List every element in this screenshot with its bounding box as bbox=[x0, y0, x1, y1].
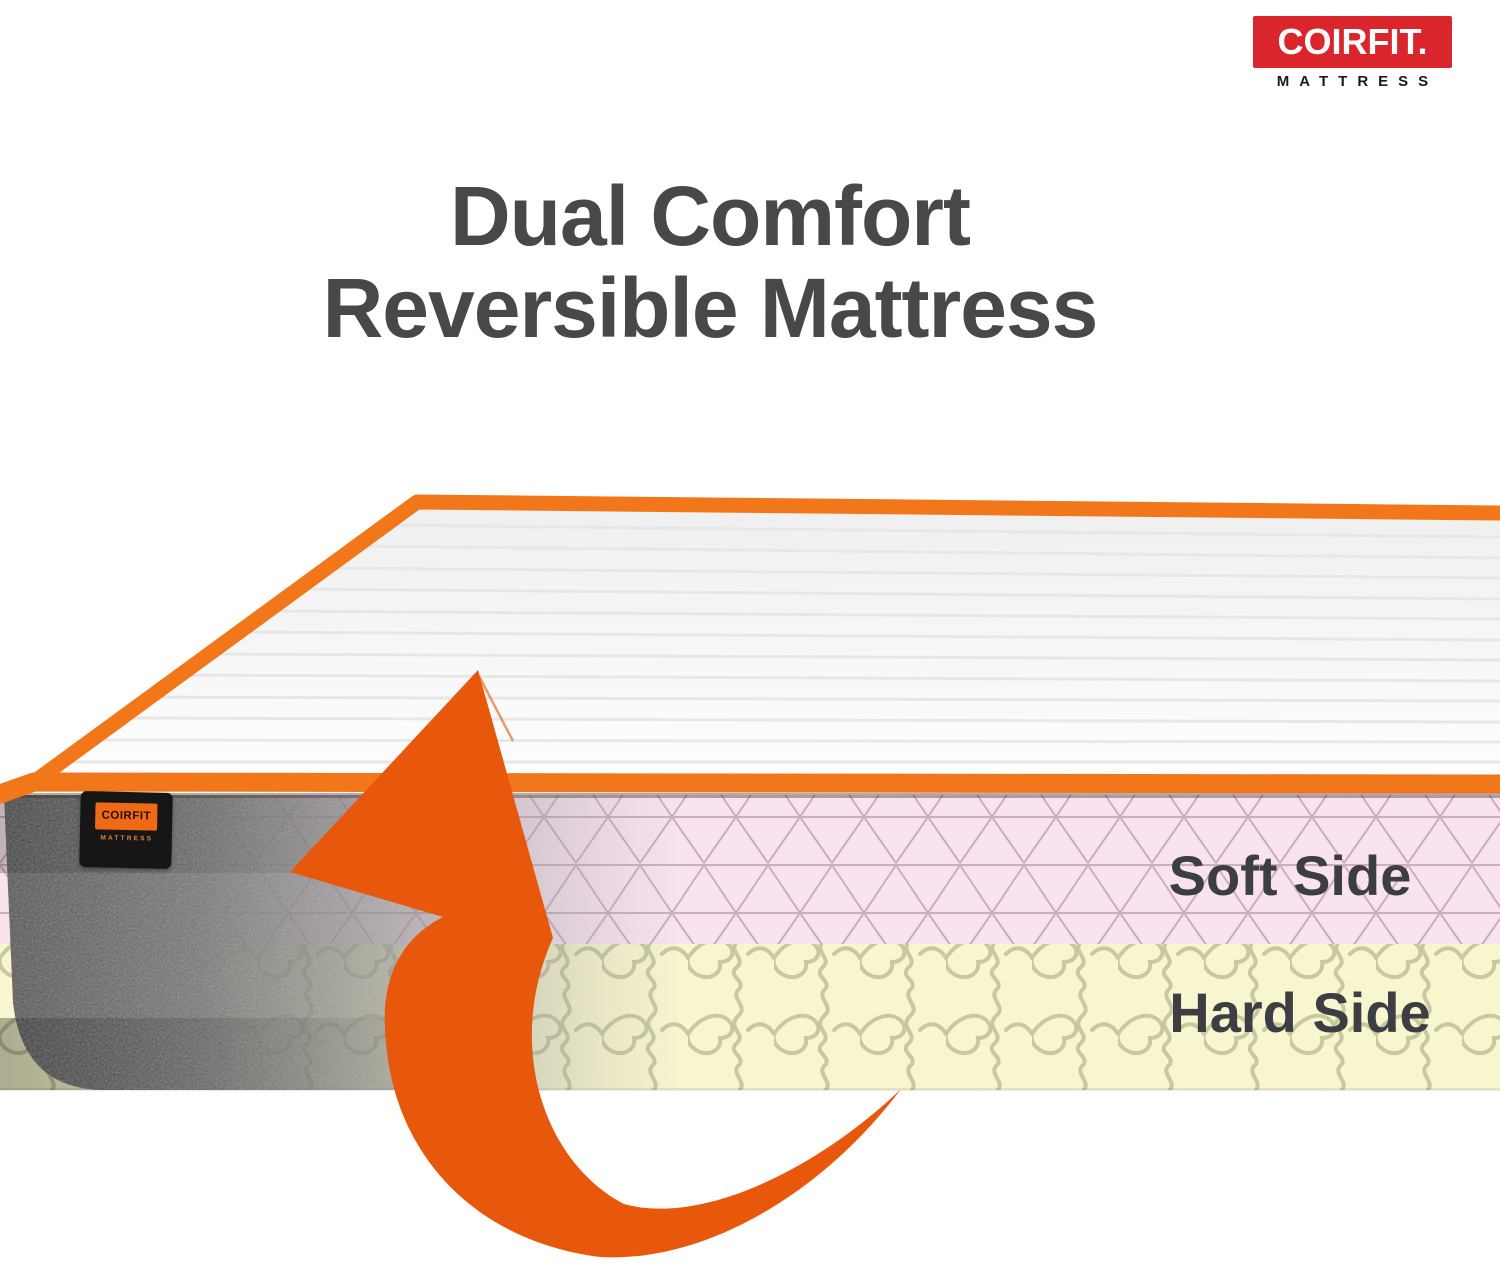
brand-logo-box: COIRFIT. bbox=[1253, 16, 1452, 68]
flip-arrow-icon bbox=[290, 670, 901, 1258]
piping-back-edge bbox=[26, 494, 1500, 790]
hard-side-label: Hard Side bbox=[1169, 981, 1431, 1044]
soft-side-label: Soft Side bbox=[1168, 844, 1412, 907]
page-title: Dual Comfort Reversible Mattress bbox=[270, 170, 1150, 354]
title-line-1: Dual Comfort bbox=[450, 169, 971, 263]
fabric-texture-noise bbox=[4, 795, 720, 1090]
brand-logo: COIRFIT. MATTRESS bbox=[1253, 16, 1452, 90]
tag-sub-label: MATTRESS bbox=[100, 834, 154, 843]
mattress-side-tag: COIRFIT MATTRESS bbox=[79, 791, 173, 869]
title-line-2: Reversible Mattress bbox=[322, 261, 1099, 355]
tag-brand-badge: COIRFIT bbox=[95, 802, 158, 831]
piping-shadow-line bbox=[0, 793, 1500, 798]
mattress-top-face bbox=[34, 503, 1500, 784]
layer-bottom-edge bbox=[0, 1088, 1500, 1091]
brand-logo-name: COIRFIT. bbox=[1277, 21, 1428, 62]
quilt-stitch-lines bbox=[56, 523, 1500, 764]
brand-logo-tagline: MATTRESS bbox=[1276, 73, 1439, 90]
flip-arrow-spur bbox=[477, 675, 515, 742]
piping-front-edge bbox=[0, 772, 1500, 804]
